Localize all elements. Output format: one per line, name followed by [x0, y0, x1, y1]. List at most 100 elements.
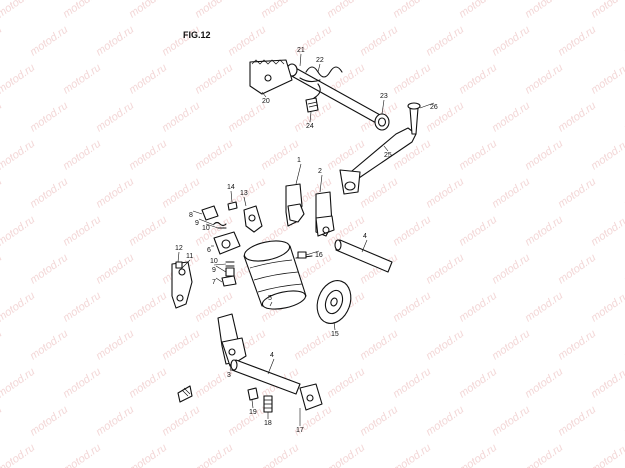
- part-callout-number: 3: [227, 372, 231, 379]
- watermark-text: motod.ru: [226, 24, 268, 59]
- callout-leader-line: [381, 99, 385, 115]
- part-callout-number: 26: [430, 104, 438, 111]
- watermark-text: motod.ru: [61, 62, 103, 97]
- lower-small-parts: [247, 383, 323, 413]
- callout-leader-line: [261, 91, 267, 98]
- watermark-text: motod.ru: [424, 404, 466, 439]
- watermark-text: motod.ru: [424, 328, 466, 363]
- gear-shift-cam: [243, 240, 313, 310]
- part-callout-number: 18: [264, 420, 272, 427]
- watermark-text: motod.ru: [0, 176, 4, 211]
- part-callout-number: 22: [316, 57, 324, 64]
- watermark-text: motod.ru: [457, 138, 499, 173]
- watermark-text: motod.ru: [424, 24, 466, 59]
- part-callout-number: 17: [296, 427, 304, 434]
- watermark-text: motod.ru: [391, 290, 433, 325]
- watermark-text: motod.ru: [523, 290, 565, 325]
- watermark-text: motod.ru: [490, 328, 532, 363]
- watermark-text: motod.ru: [325, 366, 367, 401]
- watermark-text: motod.ru: [490, 100, 532, 135]
- callout-leader-line: [319, 174, 323, 193]
- watermark-text: motod.ru: [457, 62, 499, 97]
- watermark-text: motod.ru: [160, 328, 202, 363]
- part-callout-number: 6: [207, 247, 211, 254]
- watermark-text: motod.ru: [556, 404, 598, 439]
- watermark-text: motod.ru: [61, 442, 103, 468]
- watermark-text: motod.ru: [61, 0, 103, 20]
- callout-leader-line: [361, 239, 368, 253]
- watermark-text: motod.ru: [391, 214, 433, 249]
- watermark-text: motod.ru: [358, 24, 400, 59]
- callout-leader-line: [177, 251, 180, 263]
- watermark-text: motod.ru: [61, 138, 103, 173]
- watermark-text: motod.ru: [523, 0, 565, 20]
- watermark-text: motod.ru: [457, 0, 499, 20]
- cam-plate-group: [171, 261, 193, 309]
- watermark-text: motod.ru: [94, 404, 136, 439]
- watermark-text: motod.ru: [0, 24, 4, 59]
- watermark-text: motod.ru: [457, 214, 499, 249]
- callout-leader-line: [192, 210, 203, 215]
- callout-leader-line: [419, 102, 435, 109]
- figure-title: FIG.12: [183, 30, 211, 40]
- watermark-text: motod.ru: [193, 366, 235, 401]
- part-callout-number: 4: [270, 352, 274, 359]
- callout-leader-line: [295, 163, 302, 185]
- watermark-text: motod.ru: [391, 442, 433, 468]
- watermark-text: motod.ru: [127, 138, 169, 173]
- watermark-text: motod.ru: [391, 62, 433, 97]
- watermark-text: motod.ru: [589, 290, 625, 325]
- watermark-text: motod.ru: [523, 366, 565, 401]
- watermark-text: motod.ru: [0, 404, 4, 439]
- watermark-text: motod.ru: [94, 24, 136, 59]
- watermark-text: motod.ru: [160, 100, 202, 135]
- watermark-text: motod.ru: [193, 0, 235, 20]
- watermark-text: motod.ru: [523, 62, 565, 97]
- part-callout-number: 9: [195, 220, 199, 227]
- watermark-text: motod.ru: [28, 100, 70, 135]
- callout-leader-line: [267, 358, 275, 375]
- watermark-text: motod.ru: [556, 252, 598, 287]
- watermark-text: motod.ru: [94, 176, 136, 211]
- part-callout-number: 8: [189, 212, 193, 219]
- watermark-text: motod.ru: [0, 214, 37, 249]
- watermark-text: motod.ru: [226, 404, 268, 439]
- cam-driven-gear: [316, 280, 352, 324]
- watermark-text: motod.ru: [589, 62, 625, 97]
- watermark-text: motod.ru: [325, 442, 367, 468]
- part-callout-number: 10: [210, 258, 218, 265]
- part-callout-number: 12: [175, 245, 183, 252]
- watermark-text: motod.ru: [0, 366, 37, 401]
- watermark-text: motod.ru: [0, 0, 37, 20]
- cam-small-parts: [221, 251, 307, 287]
- watermark-text: motod.ru: [556, 328, 598, 363]
- watermark-text: motod.ru: [28, 404, 70, 439]
- part-callout-number: 15: [331, 331, 339, 338]
- callout-leader-line: [333, 321, 336, 331]
- cam-stopper-group: [201, 201, 263, 255]
- part-callout-number: 21: [297, 47, 305, 54]
- watermark-text: motod.ru: [259, 442, 301, 468]
- watermark-text: motod.ru: [523, 214, 565, 249]
- part-callout-number: 25: [384, 152, 392, 159]
- callout-leader-line: [305, 250, 320, 256]
- watermark-text: motod.ru: [28, 328, 70, 363]
- watermark-text: motod.ru: [391, 366, 433, 401]
- watermark-text: motod.ru: [61, 214, 103, 249]
- watermark-text: motod.ru: [457, 366, 499, 401]
- watermark-text: motod.ru: [556, 24, 598, 59]
- part-callout-number: 5: [268, 295, 272, 302]
- watermark-text: motod.ru: [0, 62, 37, 97]
- front-direction-arrow-icon: [177, 385, 193, 403]
- watermark-text: motod.ru: [94, 328, 136, 363]
- callout-leader-line: [317, 63, 321, 73]
- gearshift-lever-assembly: [339, 102, 421, 195]
- watermark-text: motod.ru: [457, 442, 499, 468]
- watermark-text: motod.ru: [193, 62, 235, 97]
- gear-shift-fork-3: [217, 313, 247, 367]
- part-callout-number: 1: [297, 157, 301, 164]
- watermark-text: motod.ru: [358, 176, 400, 211]
- watermark-text: motod.ru: [589, 442, 625, 468]
- watermark-text: motod.ru: [0, 328, 4, 363]
